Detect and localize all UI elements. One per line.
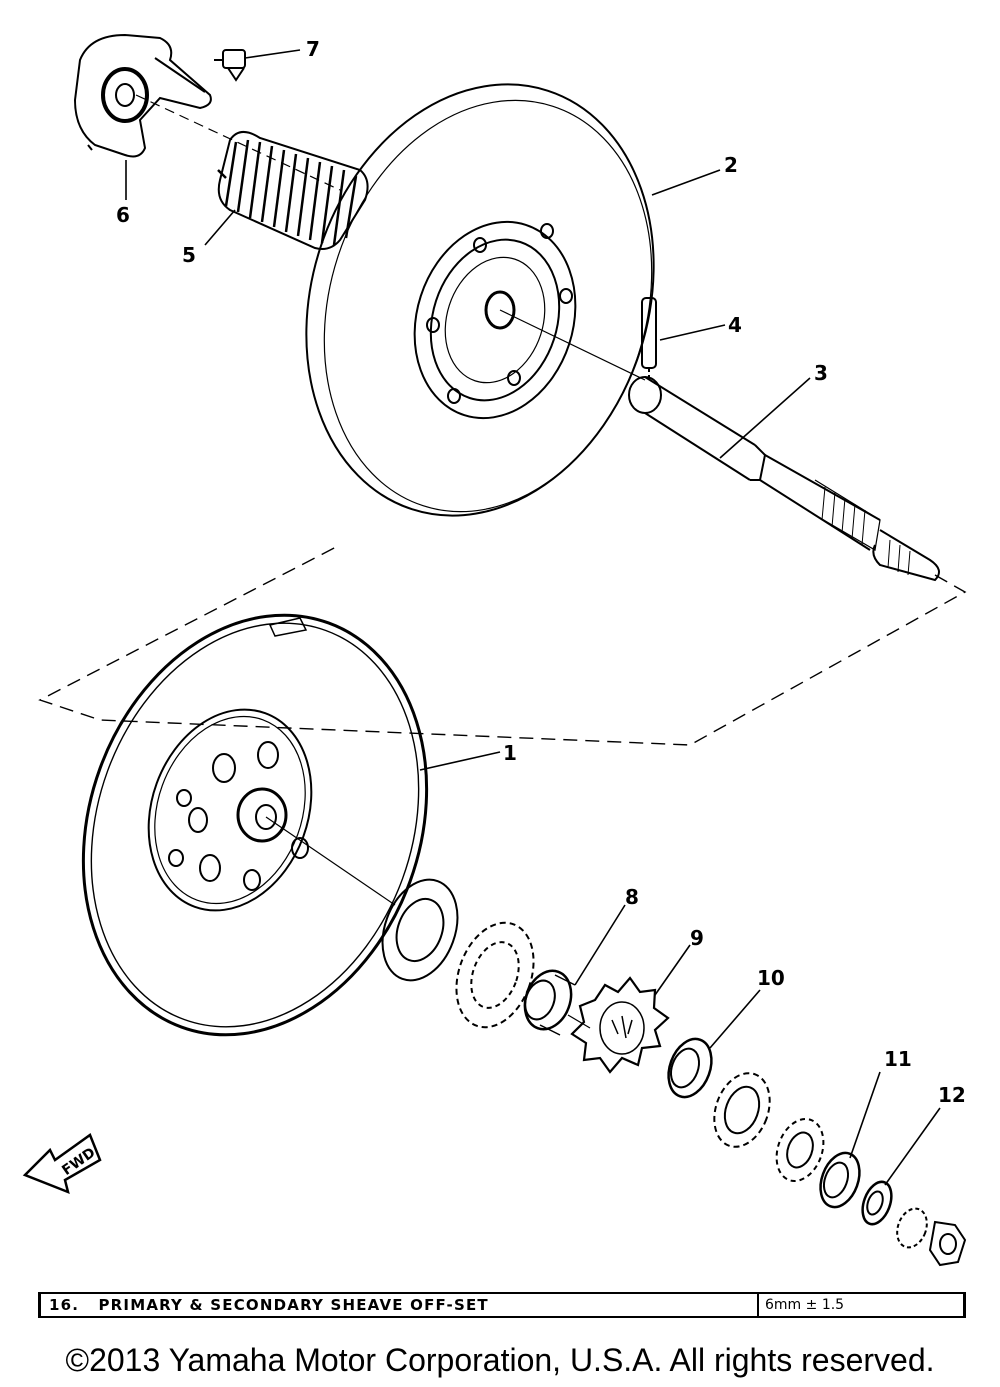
part-10-bushing <box>667 1037 713 1099</box>
part-2-movable-sheave <box>135 83 655 517</box>
title-bar: 16. PRIMARY & SECONDARY SHEAVE OFF-SET 6… <box>38 1292 966 1318</box>
copyright-notice: ©2013 Yamaha Motor Corporation, U.S.A. A… <box>65 1342 935 1378</box>
callout-leaders <box>125 49 941 1186</box>
callout-10: 10 <box>757 966 785 990</box>
callout-4: 4 <box>728 313 742 337</box>
part-8-collar <box>523 969 576 1036</box>
part-7-pin <box>214 49 246 82</box>
part-5-spring <box>217 131 369 250</box>
fwd-arrow <box>22 1133 102 1195</box>
callout-8: 8 <box>625 885 639 909</box>
part-3-shaft <box>38 376 967 746</box>
parts-diagram: 1 2 3 4 5 6 7 8 9 10 11 12 FWD <box>22 33 967 1267</box>
offset-spec: 6mm ± 1.5 <box>765 1297 845 1313</box>
part-6-cam-arm <box>73 33 212 158</box>
callout-7: 7 <box>306 37 320 61</box>
nut <box>896 1207 967 1267</box>
section-title: PRIMARY & SECONDARY SHEAVE OFF-SET <box>98 1296 489 1314</box>
callout-1: 1 <box>503 741 517 765</box>
callout-3: 3 <box>814 361 828 385</box>
callout-5: 5 <box>182 243 196 267</box>
part-1-fixed-sheave <box>81 613 429 1037</box>
second-bearing <box>713 1072 825 1182</box>
callout-12: 12 <box>938 1083 966 1107</box>
callout-2: 2 <box>724 153 738 177</box>
callout-9: 9 <box>690 926 704 950</box>
fwd-label: FWD <box>59 1145 98 1179</box>
title-text: 16. PRIMARY & SECONDARY SHEAVE OFF-SET <box>49 1296 489 1314</box>
section-number: 16. <box>49 1296 80 1314</box>
callout-11: 11 <box>884 1047 912 1071</box>
callout-6: 6 <box>116 203 130 227</box>
part-9-sprocket <box>567 976 670 1074</box>
title-divider <box>757 1294 759 1316</box>
part-12-washer <box>861 1180 893 1226</box>
part-11-spacer <box>819 1151 861 1209</box>
